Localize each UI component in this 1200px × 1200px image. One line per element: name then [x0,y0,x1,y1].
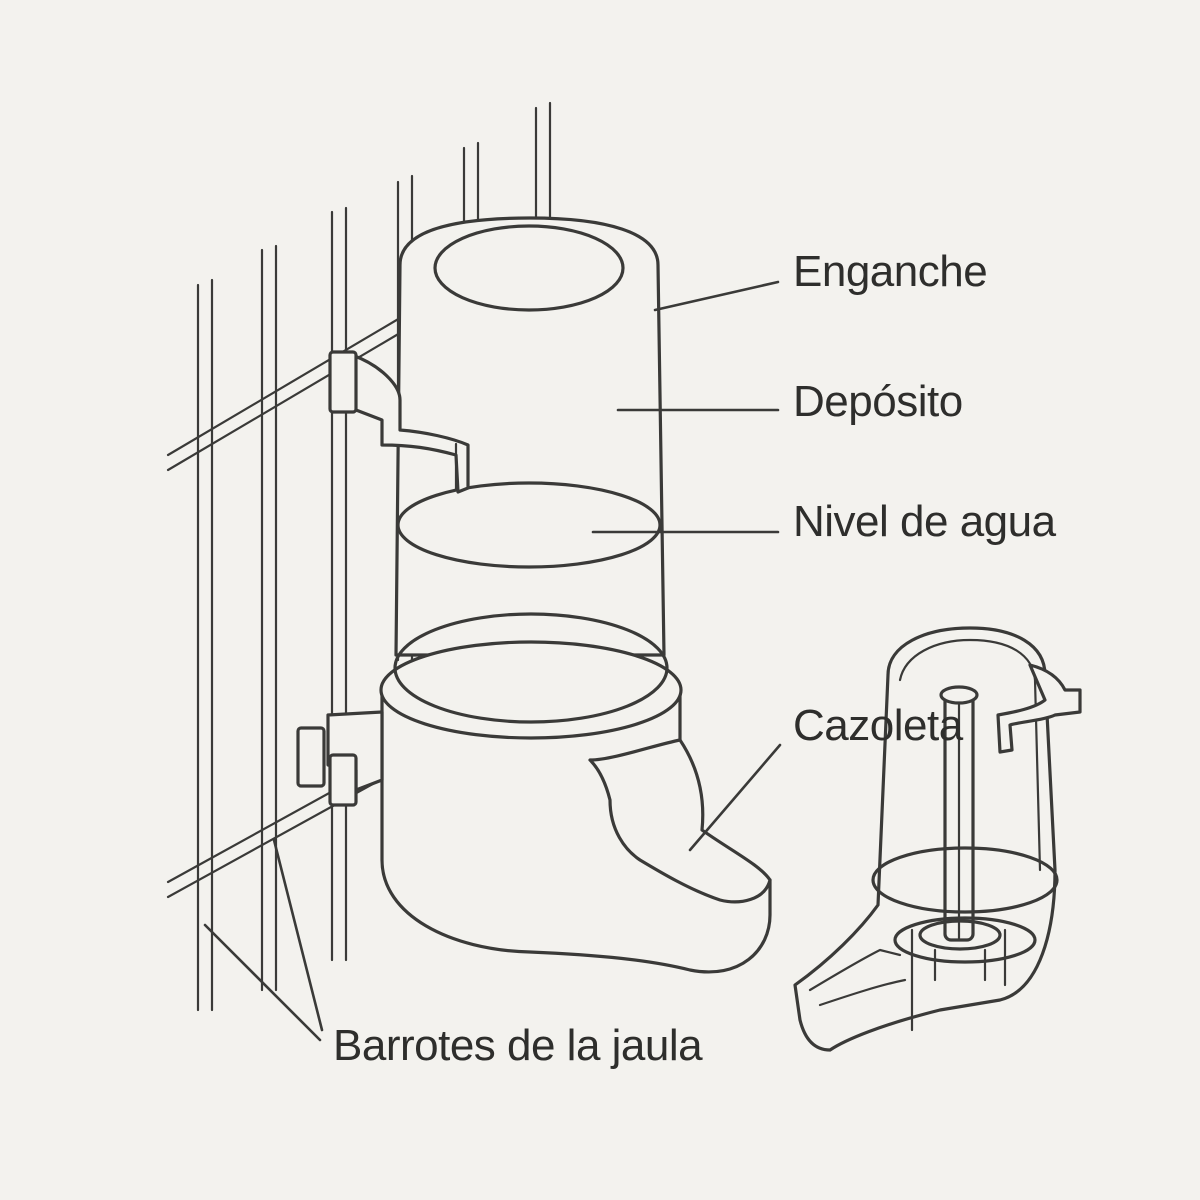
cup [379,612,772,974]
cross-section-view [793,626,1082,1052]
label-water-level: Nivel de agua [793,497,1057,546]
hook-upper [328,350,470,494]
label-hook: Enganche [793,247,987,296]
hook-lower [296,710,384,807]
label-cup: Cazoleta [793,701,964,750]
leader-cage-bars-1 [203,923,322,1042]
leader-cage-bars-2 [272,838,324,1032]
leader-lines [203,280,782,1042]
leader-cup [688,743,782,852]
leader-hook [653,280,780,312]
waterer-main [296,216,772,974]
labels: Enganche Depósito Nivel de agua Cazoleta… [333,247,1057,1070]
cage-bars [166,101,552,1012]
label-reservoir: Depósito [793,377,963,426]
label-cage-bars: Barrotes de la jaula [333,1021,703,1070]
